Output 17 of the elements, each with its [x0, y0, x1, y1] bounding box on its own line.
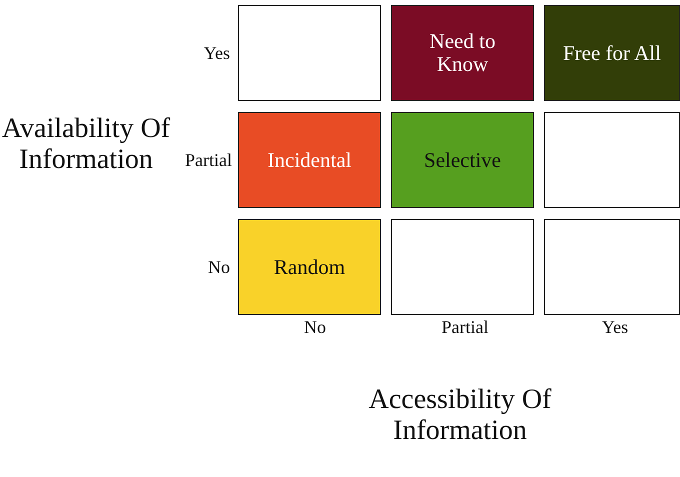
category-cell: Need to Know	[391, 5, 534, 101]
category-cell: Selective	[391, 112, 534, 208]
row-label: Yes	[202, 42, 230, 64]
row-label: No	[207, 256, 230, 278]
category-cell: Random	[238, 219, 381, 315]
axis-title: Availability Of Information	[0, 113, 172, 175]
empty-cell	[391, 219, 534, 315]
category-cell: Free for All	[544, 5, 680, 101]
column-label: Partial	[440, 316, 490, 338]
column-label: Yes	[600, 316, 630, 338]
row-label: Partial	[184, 149, 232, 171]
axis-title: Accessibility Of Information	[368, 384, 552, 446]
column-label: No	[303, 316, 327, 338]
category-cell: Incidental	[238, 112, 381, 208]
empty-cell	[544, 219, 680, 315]
empty-cell	[238, 5, 381, 101]
empty-cell	[544, 112, 680, 208]
